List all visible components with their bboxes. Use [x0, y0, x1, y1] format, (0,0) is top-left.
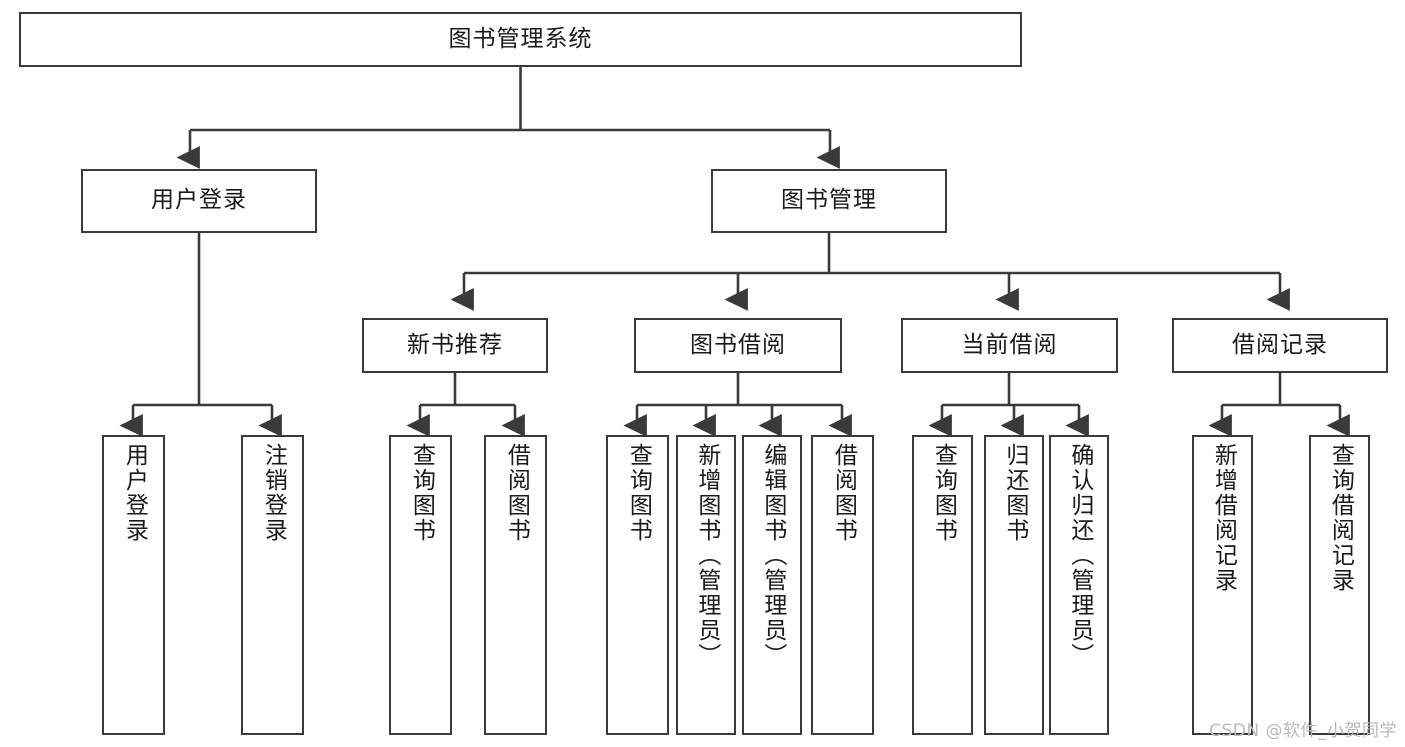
- node-label: 编辑图书（管理员）: [759, 443, 786, 668]
- node-label: 查询图书: [408, 443, 435, 543]
- node-leaf-add-record[interactable]: 新增借阅记录: [1192, 435, 1253, 735]
- node-leaf-confirm-return[interactable]: 确认归还（管理员）: [1049, 435, 1109, 735]
- node-label: 确认归还（管理员）: [1066, 443, 1093, 668]
- node-label: 新增借阅记录: [1210, 443, 1237, 593]
- node-label: 用户登录: [121, 443, 148, 543]
- node-leaf-query-book-1[interactable]: 查询图书: [389, 435, 452, 735]
- node-root[interactable]: 图书管理系统: [19, 12, 1022, 67]
- node-leaf-query-book-2[interactable]: 查询图书: [606, 435, 669, 735]
- node-label: 新书推荐: [407, 331, 503, 358]
- node-user-login[interactable]: 用户登录: [81, 169, 317, 233]
- node-leaf-borrow-book-1[interactable]: 借阅图书: [484, 435, 547, 735]
- node-leaf-logout-login[interactable]: 注销登录: [241, 435, 304, 735]
- node-label: 借阅图书: [830, 443, 857, 543]
- node-label: 借阅图书: [503, 443, 530, 543]
- watermark: CSDN @软件_小贺同学: [1209, 721, 1397, 741]
- node-borrow-record[interactable]: 借阅记录: [1172, 318, 1388, 373]
- node-label: 查询图书: [625, 443, 652, 543]
- node-new-book-recommend[interactable]: 新书推荐: [362, 318, 548, 373]
- node-label: 图书管理: [781, 187, 877, 214]
- node-book-manage[interactable]: 图书管理: [711, 169, 947, 233]
- node-label: 注销登录: [260, 443, 287, 543]
- node-label: 查询借阅记录: [1327, 443, 1354, 593]
- node-label: 当前借阅: [961, 331, 1058, 358]
- node-label: 查询图书: [930, 443, 957, 543]
- node-label: 用户登录: [151, 187, 247, 214]
- node-leaf-query-record[interactable]: 查询借阅记录: [1309, 435, 1370, 735]
- node-leaf-edit-book[interactable]: 编辑图书（管理员）: [742, 435, 802, 735]
- node-leaf-add-book[interactable]: 新增图书（管理员）: [676, 435, 736, 735]
- node-book-borrow[interactable]: 图书借阅: [634, 318, 842, 373]
- node-label: 图书管理系统: [448, 25, 593, 52]
- node-leaf-borrow-book-2[interactable]: 借阅图书: [811, 435, 874, 735]
- node-label: 归还图书: [1001, 443, 1028, 543]
- node-current-borrow[interactable]: 当前借阅: [901, 318, 1118, 373]
- node-leaf-query-book-3[interactable]: 查询图书: [912, 435, 973, 735]
- node-leaf-user-login[interactable]: 用户登录: [102, 435, 165, 735]
- node-label: 图书借阅: [690, 331, 786, 358]
- node-label: 借阅记录: [1232, 331, 1328, 358]
- node-label: 新增图书（管理员）: [693, 443, 720, 668]
- node-leaf-return-book[interactable]: 归还图书: [984, 435, 1044, 735]
